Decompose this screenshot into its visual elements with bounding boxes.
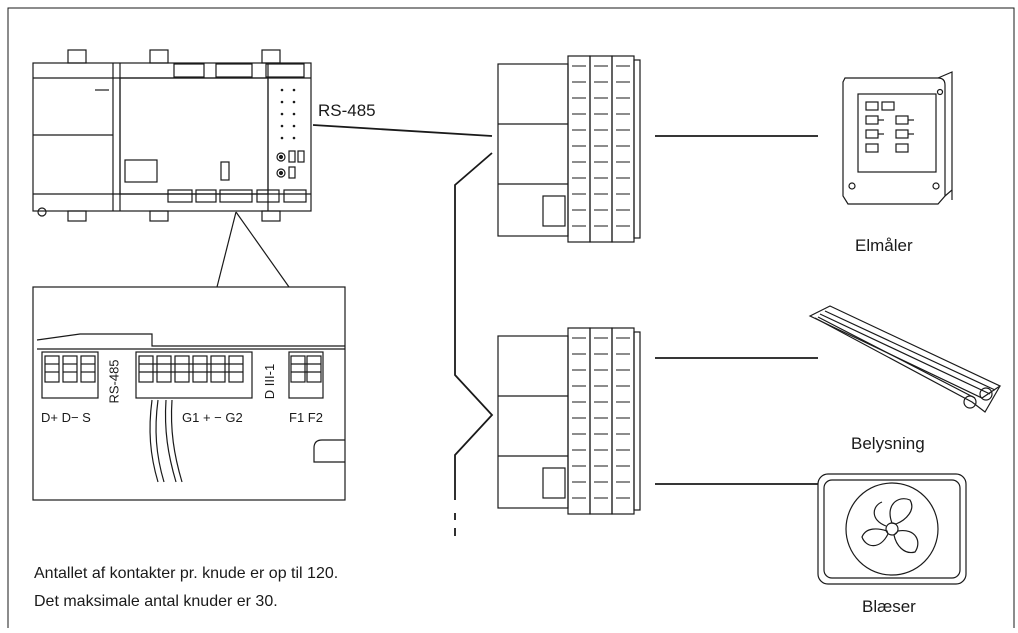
controller-unit (32, 49, 312, 222)
lighting-fixture-icon (808, 305, 1002, 413)
terminal-label-right: F1 F2 (289, 410, 323, 425)
rs485-vertical-label: RS-485 (106, 359, 122, 404)
terminal-label-left: D+ D− S (41, 410, 91, 425)
io-node-2 (497, 327, 641, 515)
electric-meter-icon (842, 71, 953, 205)
bus-label: RS-485 (318, 101, 376, 120)
module-vertical-label: D III-1 (262, 363, 278, 400)
note-contacts: Antallet af kontakter pr. knude er op ti… (34, 565, 339, 582)
fan-label: Blæser (862, 597, 916, 616)
rs485-bus (312, 124, 494, 536)
io-node-1 (497, 55, 641, 243)
lighting-label: Belysning (851, 434, 925, 453)
terminal-label-mid: G1 + − G2 (182, 410, 243, 425)
note-nodes: Det maksimale antal knuder er 30. (34, 593, 278, 610)
terminal-detail-panel (32, 286, 346, 501)
fan-icon (817, 473, 967, 585)
output-lines (655, 135, 818, 485)
meter-label: Elmåler (855, 236, 913, 255)
